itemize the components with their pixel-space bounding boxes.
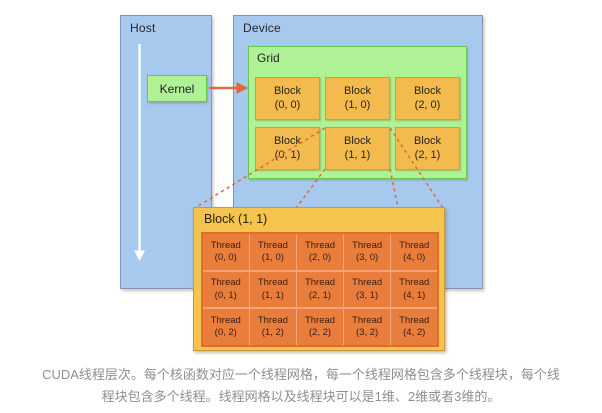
expanded-block-box: Block (1, 1) Thread (0, 0) Thread (1, 0)… [193, 207, 445, 351]
thread-coord: (2, 1) [308, 289, 332, 301]
thread-coord: (4, 2) [403, 327, 426, 339]
thread-cell: Thread (4, 2) [391, 309, 437, 345]
thread-name: Thread [257, 239, 288, 251]
block-name: Block [344, 85, 371, 98]
thread-grid: Thread (0, 0) Thread (1, 0) Thread (2, 0… [201, 232, 439, 347]
thread-cell: Thread (4, 0) [391, 234, 437, 270]
thread-cell: Thread (3, 1) [344, 271, 390, 308]
thread-cell: Thread (3, 0) [344, 234, 390, 270]
thread-coord: (1, 2) [261, 327, 284, 339]
thread-coord: (1, 0) [261, 251, 284, 263]
block-cell: Block (1, 0) [325, 77, 390, 120]
thread-name: Thread [304, 314, 336, 326]
block-coord: (0, 0) [274, 98, 301, 111]
block-name: Block [414, 85, 441, 98]
block-cell: Block (0, 0) [255, 77, 320, 120]
block-coord: (0, 1) [274, 148, 301, 161]
thread-name: Thread [399, 277, 430, 289]
thread-cell: Thread (1, 0) [250, 234, 296, 270]
thread-cell: Thread (2, 2) [297, 309, 343, 345]
device-label: Device [243, 21, 281, 35]
thread-name: Thread [257, 314, 288, 326]
expanded-block-label: Block (1, 1) [204, 212, 268, 226]
thread-name: Thread [352, 277, 383, 289]
thread-coord: (3, 2) [356, 327, 379, 339]
thread-coord: (2, 2) [308, 327, 332, 339]
block-coord: (1, 1) [344, 148, 371, 161]
thread-cell: Thread (2, 1) [297, 271, 343, 308]
block-coord: (2, 0) [414, 98, 441, 111]
grid-label: Grid [257, 51, 280, 65]
block-coord: (1, 0) [344, 98, 371, 111]
thread-cell: Thread (3, 2) [344, 309, 390, 345]
thread-cell: Thread (1, 2) [250, 309, 296, 345]
thread-name: Thread [304, 239, 336, 251]
block-cell: Block (2, 0) [395, 77, 460, 120]
thread-coord: (0, 0) [214, 251, 237, 263]
thread-coord: (0, 2) [214, 327, 237, 339]
grid-box: Grid Block (0, 0) Block (1, 0) Block [248, 46, 467, 179]
thread-name: Thread [304, 277, 336, 289]
thread-name: Thread [399, 239, 430, 251]
thread-coord: (4, 1) [403, 289, 426, 301]
thread-cell: Thread (2, 0) [297, 234, 343, 270]
block-coord: (2, 1) [414, 148, 441, 161]
block-grid: Block (0, 0) Block (1, 0) Block (2, 0) [255, 77, 460, 170]
thread-name: Thread [399, 314, 430, 326]
thread-name: Thread [210, 239, 241, 251]
caption: CUDA线程层次。每个核函数对应一个线程网格，每一个线程网格包含多个线程块，每个… [42, 367, 560, 404]
thread-name: Thread [257, 277, 288, 289]
block-name: Block [274, 135, 301, 148]
thread-cell: Thread (0, 1) [203, 271, 249, 308]
thread-cell: Thread (0, 0) [203, 234, 249, 270]
thread-coord: (1, 1) [261, 289, 284, 301]
thread-name: Thread [352, 314, 383, 326]
thread-coord: (0, 1) [214, 289, 237, 301]
thread-coord: (3, 0) [356, 251, 379, 263]
thread-name: Thread [210, 314, 241, 326]
kernel-label: Kernel [159, 81, 195, 96]
thread-coord: (3, 1) [356, 289, 379, 301]
host-label: Host [130, 21, 156, 35]
thread-coord: (4, 0) [403, 251, 426, 263]
block-name: Block [414, 135, 441, 148]
thread-cell: Thread (0, 2) [203, 309, 249, 345]
thread-coord: (2, 0) [308, 251, 332, 263]
block-name: Block [274, 85, 301, 98]
thread-cell: Thread (1, 1) [250, 271, 296, 308]
block-cell: Block (0, 1) [255, 127, 320, 170]
kernel-box: Kernel [147, 75, 207, 102]
thread-name: Thread [352, 239, 383, 251]
host-flow-arrow-icon [134, 44, 145, 261]
block-cell: Block (1, 1) [325, 127, 390, 170]
thread-cell: Thread (4, 1) [391, 271, 437, 308]
block-cell: Block (2, 1) [395, 127, 460, 170]
thread-name: Thread [210, 277, 241, 289]
block-name: Block [344, 135, 371, 148]
